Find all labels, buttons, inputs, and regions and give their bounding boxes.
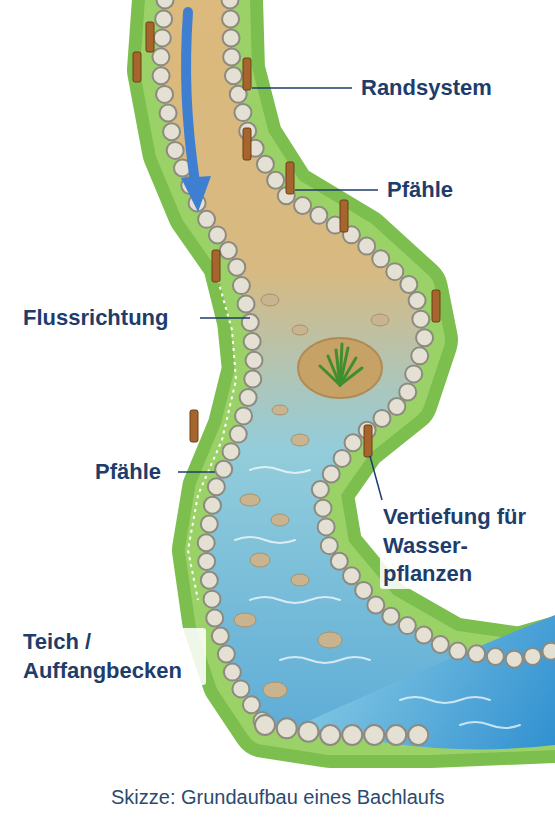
border-stones — [160, 0, 555, 735]
plant-depression — [298, 338, 382, 398]
part-label: Randsystem — [358, 74, 495, 103]
part-label: Teich / Auffangbecken — [20, 628, 206, 685]
direction-label: Flussrichtung — [20, 304, 171, 333]
flow-arrowhead — [181, 176, 211, 212]
stream-bed — [160, 0, 555, 735]
water-plant — [320, 344, 362, 385]
leader-lines — [178, 88, 382, 500]
edge-system-line — [188, 280, 236, 600]
grass-highlight — [160, 0, 555, 735]
flow-arrow — [186, 12, 195, 182]
part-label: Vertiefung für Wasser- pflanzen — [380, 503, 536, 589]
part-label: Pfähle — [384, 176, 456, 205]
caption: Skizze: Grundaufbau eines Bachlaufs — [107, 786, 449, 809]
part-label: Pfähle — [92, 458, 164, 487]
grass-band — [160, 0, 555, 735]
